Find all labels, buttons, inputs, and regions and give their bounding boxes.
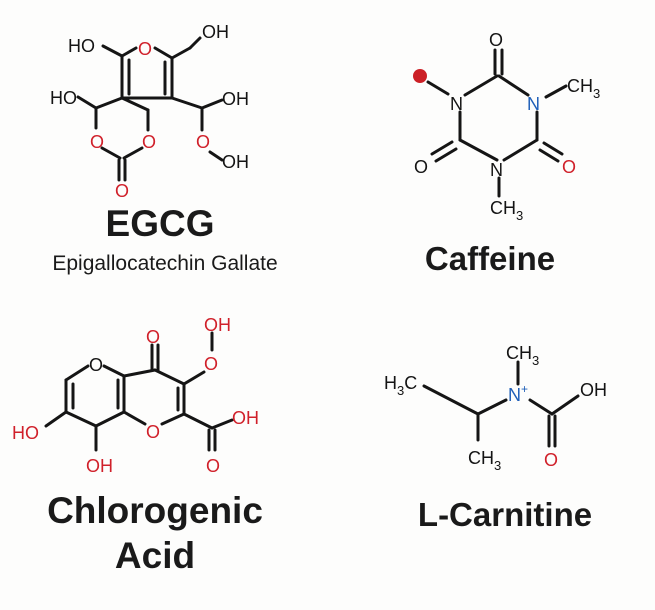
chlorogenic-name-line2: Acid — [114, 535, 196, 576]
egcg-oxygen-bottom-label: O — [115, 181, 129, 201]
egcg-oxygen-mid-label: O — [142, 132, 156, 152]
carnitine-ch3-top-label: CH3 — [506, 343, 539, 368]
carnitine-h3c-label: H3C — [384, 373, 417, 398]
carnitine-bonds — [422, 360, 580, 448]
chlorogenic-ring-oxygen-left-label: O — [89, 355, 103, 375]
egcg-subtitle: Epigallocatechin Gallate — [52, 252, 278, 275]
caffeine-oxygen-left-label: O — [414, 157, 428, 177]
caffeine-ch3-right-label: CH3 — [567, 76, 600, 101]
egcg-ho-left-label: HO — [50, 88, 77, 108]
egcg-oh-low-label: OH — [222, 152, 249, 172]
chlorogenic-oh-acid-label: OH — [232, 408, 259, 428]
chlorogenic-ho-left-label: HO — [12, 423, 39, 443]
caffeine-nitrogen-left-label: N — [450, 94, 463, 114]
egcg-oxygen-right-label: O — [196, 132, 210, 152]
chlorogenic-bonds — [44, 331, 234, 452]
chlorogenic-name-line1: Chlorogenic — [47, 490, 263, 531]
egcg-ho-top-label: HO — [68, 36, 95, 56]
caffeine-oxygen-right-label: O — [562, 157, 576, 177]
caffeine-radical-dot — [413, 69, 427, 83]
l-carnitine-name: L-Carnitine — [417, 496, 593, 533]
carnitine-oh-label: OH — [580, 380, 607, 400]
egcg-oxygen-left-label: O — [90, 132, 104, 152]
caffeine-nitrogen-right-label: N — [527, 94, 540, 114]
egcg-ring-oxygen-label: O — [138, 39, 152, 59]
chlorogenic-ring-oxygen-mid-label: O — [146, 422, 160, 442]
chlorogenic-oh-bottom-label: OH — [86, 456, 113, 476]
carnitine-ammonium-label: N+ — [508, 382, 528, 405]
caffeine-ch3-bottom-label: CH3 — [490, 198, 523, 223]
caffeine-bonds — [426, 48, 568, 198]
egcg-bonds — [76, 36, 224, 182]
egcg-name: EGCG — [105, 203, 215, 244]
caffeine-name: Caffeine — [424, 240, 556, 277]
carnitine-ch3-low-label: CH3 — [468, 448, 501, 473]
chlorogenic-oxygen-top-label: O — [146, 327, 160, 347]
egcg-oh-right-label: OH — [222, 89, 249, 109]
carnitine-oxygen-label: O — [544, 450, 558, 470]
chlorogenic-acid-oxygen-label: O — [206, 456, 220, 476]
caffeine-nitrogen-bottom-label: N — [490, 160, 503, 180]
egcg-oh-top-label: OH — [202, 22, 229, 42]
caffeine-oxygen-top-label: O — [489, 30, 503, 50]
chlorogenic-oh-top-label: OH — [204, 315, 231, 335]
chlorogenic-hydroperoxy-oxygen-label: O — [204, 354, 218, 374]
